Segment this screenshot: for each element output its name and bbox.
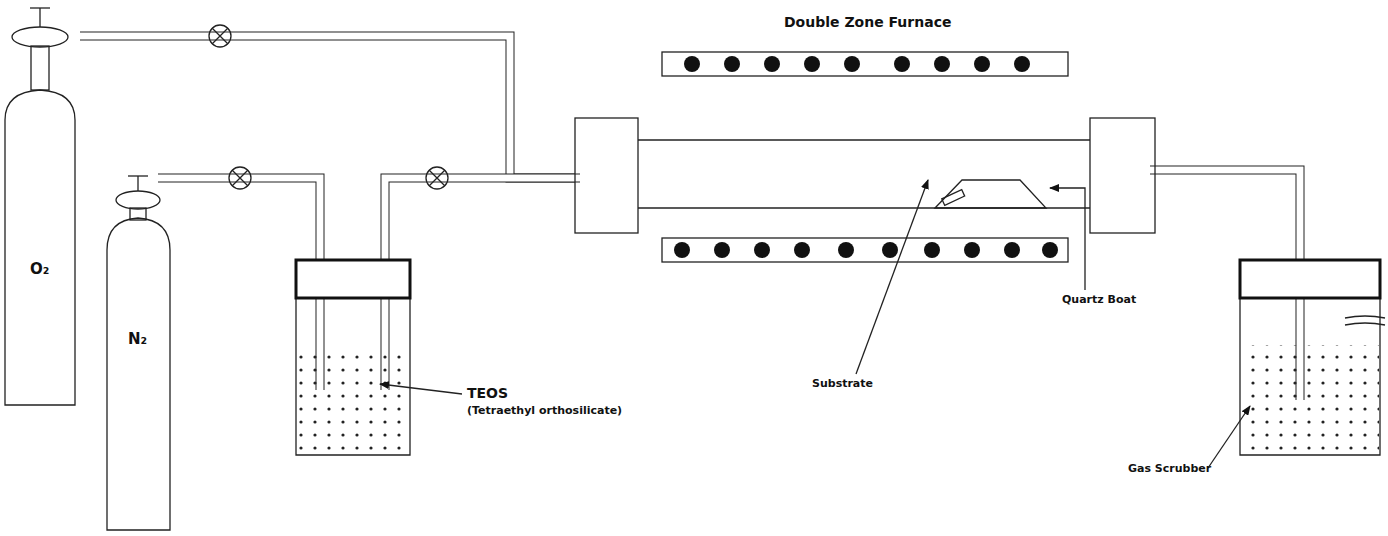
part-label: Quartz Boat xyxy=(1062,293,1136,306)
valve-head xyxy=(12,27,68,47)
heater-dot xyxy=(924,242,940,258)
o2-cylinder xyxy=(5,8,75,405)
gas-pipe xyxy=(80,36,575,178)
heater-dot xyxy=(838,242,854,258)
valve-head xyxy=(116,191,160,209)
heater-dot xyxy=(674,242,690,258)
heater-dot xyxy=(1014,56,1030,72)
valve-symbol xyxy=(209,25,448,189)
heater-dot xyxy=(714,242,730,258)
heater-dot xyxy=(974,56,990,72)
heater-coils xyxy=(674,56,1058,258)
node-text: O₂ xyxy=(30,260,49,278)
heater-dot xyxy=(964,242,980,258)
heater-dot xyxy=(764,56,780,72)
heater-dot xyxy=(794,242,810,258)
heater-dot xyxy=(934,56,950,72)
gas-cylinder: N₂ xyxy=(100,175,176,533)
node-text: N₂ xyxy=(128,330,147,348)
gas-scrubber xyxy=(1240,260,1385,455)
part-label: TEOS xyxy=(467,385,508,401)
heater-dot xyxy=(894,56,910,72)
part-label: Gas Scrubber xyxy=(1128,462,1211,475)
heater-dot xyxy=(754,242,770,258)
node-text: Double Zone Furnace xyxy=(784,14,951,30)
gas-cylinder: O₂ xyxy=(0,5,80,405)
leader-arrows xyxy=(380,180,1250,468)
heater-dot xyxy=(684,56,700,72)
furnace: Double Zone Furnace xyxy=(575,10,1160,268)
pipe-outline xyxy=(80,36,575,178)
heater-dot xyxy=(804,56,820,72)
heater-dot xyxy=(1042,242,1058,258)
furnace-tube xyxy=(575,52,1155,262)
part-label: (Tetraethyl orthosilicate) xyxy=(467,404,622,417)
teos-bubbler xyxy=(296,260,410,455)
heater-dot xyxy=(882,242,898,258)
heater-dot xyxy=(844,56,860,72)
heater-dot xyxy=(724,56,740,72)
part-label: Substrate xyxy=(812,377,873,390)
quartz-boat xyxy=(935,180,1046,208)
pipe-bore xyxy=(80,36,575,178)
heater-dot xyxy=(1004,242,1020,258)
n2-cylinder xyxy=(107,176,170,530)
